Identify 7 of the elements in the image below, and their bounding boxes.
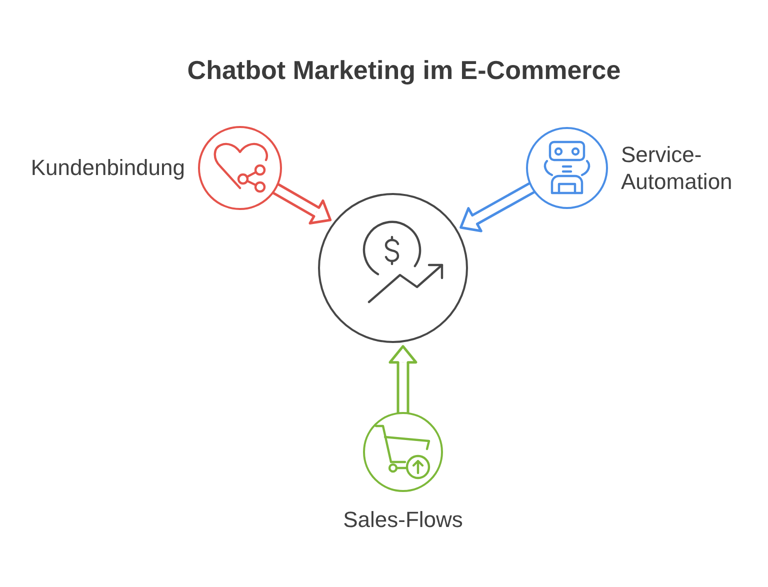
topic-label: Kundenbindung	[30, 155, 185, 181]
topic-label: Service- Automation	[621, 141, 734, 195]
arrow	[272, 182, 332, 224]
arrow	[388, 345, 418, 414]
diagram-title: Chatbot Marketing im E-Commerce	[187, 55, 621, 86]
topic-label: Sales-Flows	[343, 507, 463, 533]
arrow	[460, 182, 536, 232]
